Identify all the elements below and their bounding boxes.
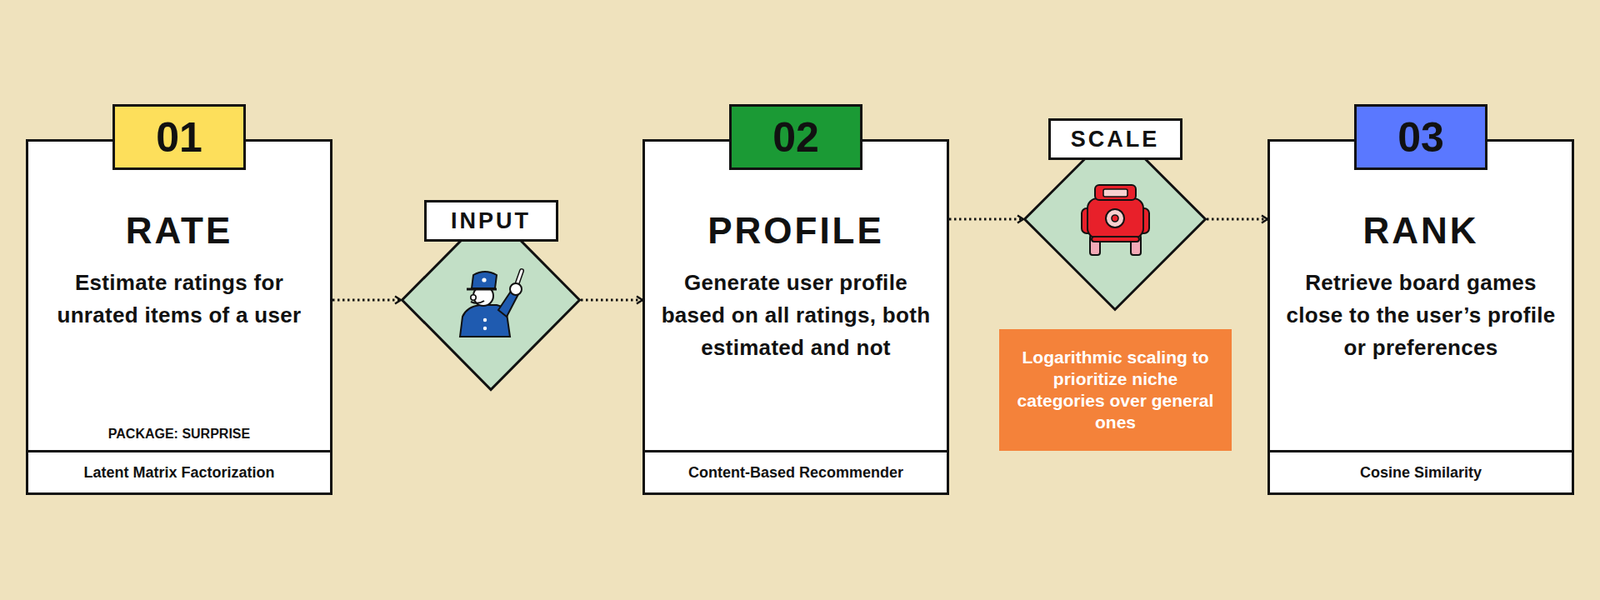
flow-arrow <box>1206 218 1268 221</box>
button <box>483 318 487 322</box>
footer-band: Cosine Similarity <box>1270 450 1572 493</box>
title-slot: RANK <box>1270 209 1572 253</box>
step-description: Generate user profile based on all ratin… <box>660 266 932 365</box>
step-number: 02 <box>772 113 820 162</box>
fender <box>1081 208 1094 234</box>
process-card: 03RANKRetrieve board games close to the … <box>1267 139 1575 495</box>
car-body <box>1087 198 1144 239</box>
body-slot: Estimate ratings for unrated items of a … <box>43 266 315 332</box>
number-tab: 01 <box>112 104 246 170</box>
wheel <box>1090 235 1100 255</box>
method-footer: Content-Based Recommender <box>688 464 904 482</box>
cap <box>471 271 497 289</box>
process-card: 02PROFILEGenerate user profile based on … <box>642 139 950 495</box>
step-number: 03 <box>1397 113 1445 162</box>
stage-diamond: SCALE <box>1023 127 1207 311</box>
fender <box>1137 208 1150 234</box>
mustache <box>470 300 485 304</box>
car-roof <box>1095 185 1136 200</box>
stage-diamond: INPUT <box>400 209 581 391</box>
stage-label: SCALE <box>1070 126 1160 153</box>
method-footer: Cosine Similarity <box>1360 464 1482 482</box>
package-slot: PACKAGE: SURPRISE <box>28 425 330 442</box>
finger-outline <box>516 270 522 285</box>
windshield <box>1103 189 1128 197</box>
stage-label: INPUT <box>450 208 531 235</box>
step-title: PROFILE <box>707 209 885 253</box>
car-icon <box>1081 185 1150 255</box>
step-title: RANK <box>1362 209 1479 253</box>
flow-arrow <box>332 299 401 302</box>
face <box>473 285 494 306</box>
body-slot: Retrieve board games close to the user’s… <box>1285 266 1557 365</box>
coat <box>460 305 510 337</box>
footer-band: Content-Based Recommender <box>645 450 947 493</box>
headlight-center <box>1111 215 1119 222</box>
button <box>483 326 487 330</box>
note-text: Logarithmic scaling to prioritize niche … <box>1009 346 1222 434</box>
flow-arrow <box>580 299 643 302</box>
footer-band: Latent Matrix Factorization <box>28 450 330 493</box>
bumper <box>1091 236 1140 242</box>
cap-visor <box>466 288 497 291</box>
headlight <box>1105 209 1125 228</box>
number-tab: 02 <box>729 104 863 170</box>
number-tab: 03 <box>1354 104 1488 170</box>
cap-badge <box>481 277 486 282</box>
title-slot: PROFILE <box>645 209 947 253</box>
step-description: Estimate ratings for unrated items of a … <box>43 266 315 332</box>
body-slot: Generate user profile based on all ratin… <box>660 266 932 365</box>
label-tab: INPUT <box>424 200 559 242</box>
note-box: Logarithmic scaling to prioritize niche … <box>999 329 1232 451</box>
finger <box>516 270 522 285</box>
title-slot: RATE <box>28 209 330 253</box>
flow-arrow <box>949 218 1024 221</box>
package-note: PACKAGE: SURPRISE <box>108 425 250 442</box>
label-tab: SCALE <box>1048 118 1183 160</box>
nose <box>470 295 476 300</box>
glove <box>510 283 522 295</box>
step-title: RATE <box>125 209 234 253</box>
note-slot: Logarithmic scaling to prioritize niche … <box>999 329 1232 451</box>
policeman-icon <box>460 270 522 337</box>
process-card: 01RATEEstimate ratings for unrated items… <box>25 139 333 495</box>
step-number: 01 <box>155 113 203 162</box>
method-footer: Latent Matrix Factorization <box>83 464 275 482</box>
wheel <box>1130 235 1141 255</box>
arm <box>498 290 519 317</box>
step-description: Retrieve board games close to the user’s… <box>1285 266 1557 365</box>
